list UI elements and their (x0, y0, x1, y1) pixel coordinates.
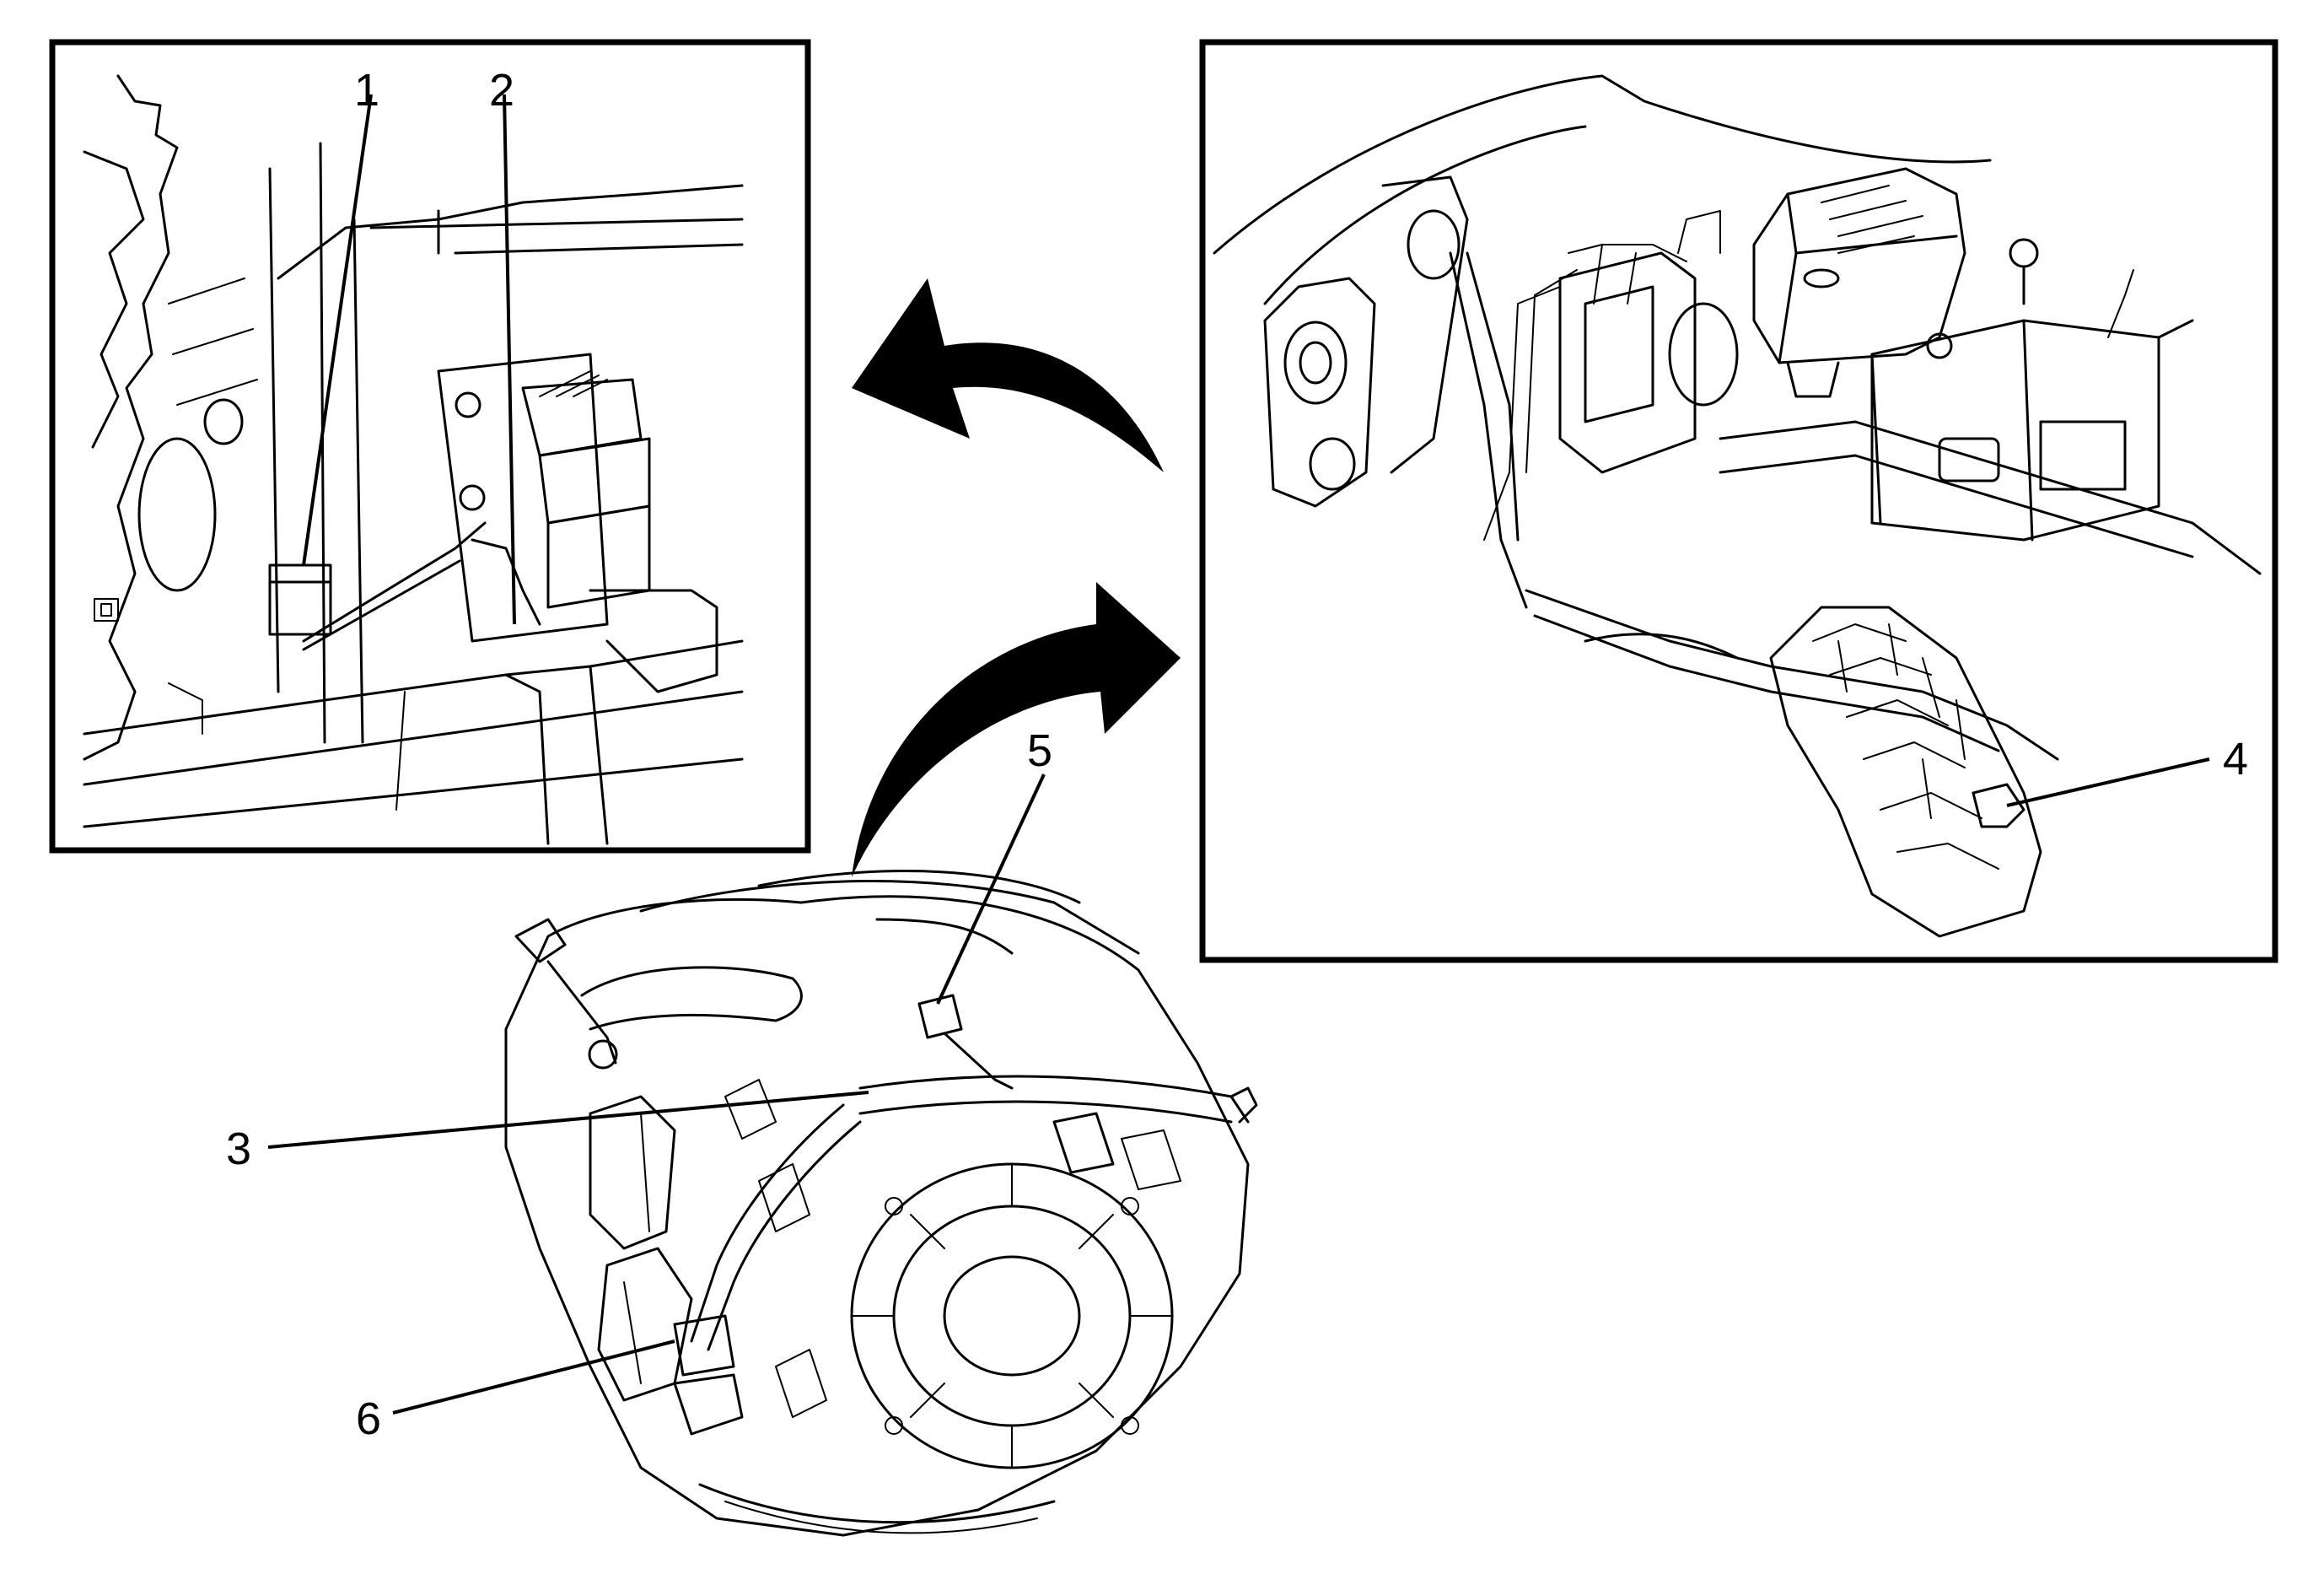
leader-1 (302, 94, 373, 566)
transmission-main-view: 5 3 6 (226, 725, 1258, 1537)
callout-3: 3 (226, 1124, 251, 1174)
leader-2 (503, 94, 516, 625)
right-inset-frame (1199, 39, 2278, 963)
leader-5 (936, 774, 1046, 1005)
connector-6 (673, 1314, 735, 1377)
callout-6: 6 (356, 1393, 381, 1444)
arrow-to-right-inset (852, 582, 1181, 877)
callout-2: 2 (489, 65, 514, 116)
callout-1: 1 (354, 65, 379, 116)
connector-4 (1972, 783, 2025, 828)
left-inset-frame (49, 39, 811, 854)
left-inset-detail: 1 2 (49, 39, 811, 854)
leader-6 (392, 1340, 675, 1415)
connector-1 (268, 563, 332, 636)
direction-arrows (852, 278, 1181, 877)
leader-4 (2006, 757, 2210, 807)
right-inset-detail: 4 (1199, 39, 2278, 963)
leader-3 (267, 1091, 869, 1149)
callout-5: 5 (1027, 725, 1052, 776)
callout-4: 4 (2223, 734, 2248, 784)
arrow-to-left-inset (852, 278, 1164, 472)
